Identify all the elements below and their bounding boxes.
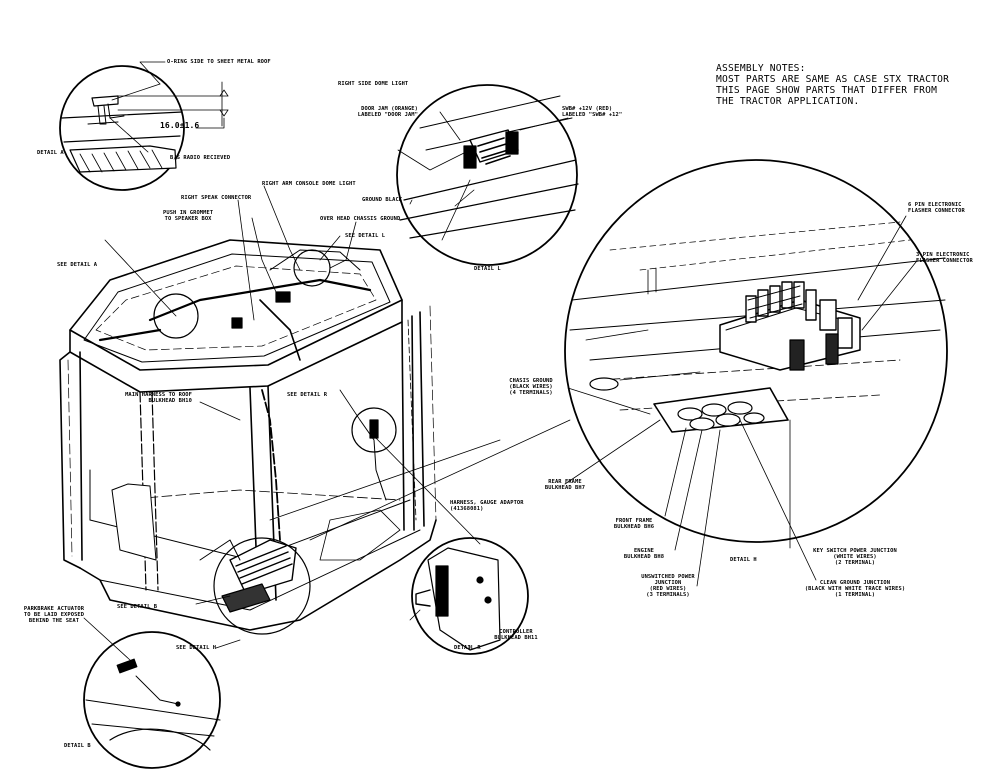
label-see-detail-b: SEE DETAIL B bbox=[117, 604, 158, 610]
label-3-pin-flasher: 3 PIN ELECTRONIC FLASHER CONNECTOR bbox=[916, 252, 973, 264]
assembly-notes-line-2: THIS PAGE SHOW PARTS THAT DIFFER FROM bbox=[716, 85, 938, 96]
label-right-speak-connector: RIGHT SPEAK CONNECTOR bbox=[181, 195, 252, 201]
detail-h-view bbox=[564, 159, 948, 543]
label-detail-r: DETAIL R bbox=[454, 645, 481, 651]
label-6-pin-flasher: 6 PIN ELECTRONIC FLASHER CONNECTOR bbox=[908, 202, 965, 214]
label-clean-ground-junction: CLEAN GROUND JUNCTION (BLACK WITH WHITE … bbox=[804, 580, 906, 598]
label-detail-b: DETAIL B bbox=[64, 743, 91, 749]
assembly-notes-heading: ASSEMBLY NOTES: bbox=[716, 63, 806, 74]
label-see-detail-h: SEE DETAIL H bbox=[176, 645, 217, 651]
label-chassis-ground: CHASIS GROUND (BLACK WIRES) (4 TERMINALS… bbox=[509, 378, 553, 396]
label-detail-h: DETAIL H bbox=[730, 557, 757, 563]
label-main-harness-roof: MAIN HARNESS TO ROOF BULKHEAD BH10 bbox=[125, 392, 192, 404]
leader-lines bbox=[83, 149, 917, 661]
label-radio-receiver: B/S RADIO RECIEVED bbox=[170, 155, 231, 161]
label-see-detail-a: SEE DETAIL A bbox=[57, 262, 98, 268]
label-dimension: 16.0±1.6 bbox=[160, 121, 200, 130]
label-key-switch-junction: KEY SWITCH POWER JUNCTION (WHITE WIRES) … bbox=[813, 548, 897, 566]
detail-l-view bbox=[396, 84, 579, 266]
label-door-jam: DOOR JAM (ORANGE) LABELED "DOOR JAM" bbox=[357, 106, 418, 118]
label-right-arm-dome-light: RIGHT ARM CONSOLE DOME LIGHT bbox=[262, 181, 356, 187]
label-swb-12v: SWB# +12V (RED) LABELED "SWB# +12" bbox=[562, 106, 623, 118]
assembly-notes: ASSEMBLY NOTES: MOST PARTS ARE SAME AS C… bbox=[716, 63, 949, 107]
label-controller-bulkhead: CONTROLLER BULKHEAD BH11 bbox=[494, 629, 538, 641]
label-detail-a: DETAIL A bbox=[37, 150, 64, 156]
label-detail-l: DETAIL L bbox=[474, 266, 501, 272]
label-see-detail-l: SEE DETAIL L bbox=[345, 233, 386, 239]
label-right-side-dome-light: RIGHT SIDE DOME LIGHT bbox=[338, 81, 409, 87]
label-rear-frame-bulkhead: REAR FRAME BULKHEAD BH7 bbox=[544, 479, 586, 491]
assembly-notes-line-3: THE TRACTOR APPLICATION. bbox=[716, 96, 860, 107]
tractor-cab-main-view bbox=[59, 239, 437, 635]
label-harness-gauge-adaptor: HARNESS, GAUGE ADAPTOR (41368081) bbox=[450, 500, 524, 512]
detail-r-view bbox=[411, 537, 529, 655]
label-engine-bulkhead: ENGINE BULKHEAD BH8 bbox=[623, 548, 665, 560]
label-ground-black: GROUND BLACK bbox=[362, 197, 403, 203]
label-overhead-chassis-ground: OVER HEAD CHASSIS GROUND bbox=[320, 216, 401, 222]
detail-b-view bbox=[83, 631, 221, 769]
detail-a-view bbox=[59, 61, 229, 191]
label-parkbrake-actuator: PARKBRAKE ACTUATOR TO BE LAID EXPOSED BE… bbox=[23, 606, 85, 624]
label-see-detail-r: SEE DETAIL R bbox=[287, 392, 328, 398]
assembly-notes-line-1: MOST PARTS ARE SAME AS CASE STX TRACTOR bbox=[716, 74, 950, 85]
label-push-grommet: PUSH IN GROMMET TO SPEAKER BOX bbox=[163, 210, 214, 222]
label-unswitched-power-junction: UNSWITCHED POWER JUNCTION (RED WIRES) (3… bbox=[641, 574, 695, 598]
label-oring-side: O-RING SIDE TO SHEET METAL ROOF bbox=[167, 59, 271, 65]
label-front-frame-bulkhead: FRONT FRAME BULKHEAD BH6 bbox=[613, 518, 655, 530]
